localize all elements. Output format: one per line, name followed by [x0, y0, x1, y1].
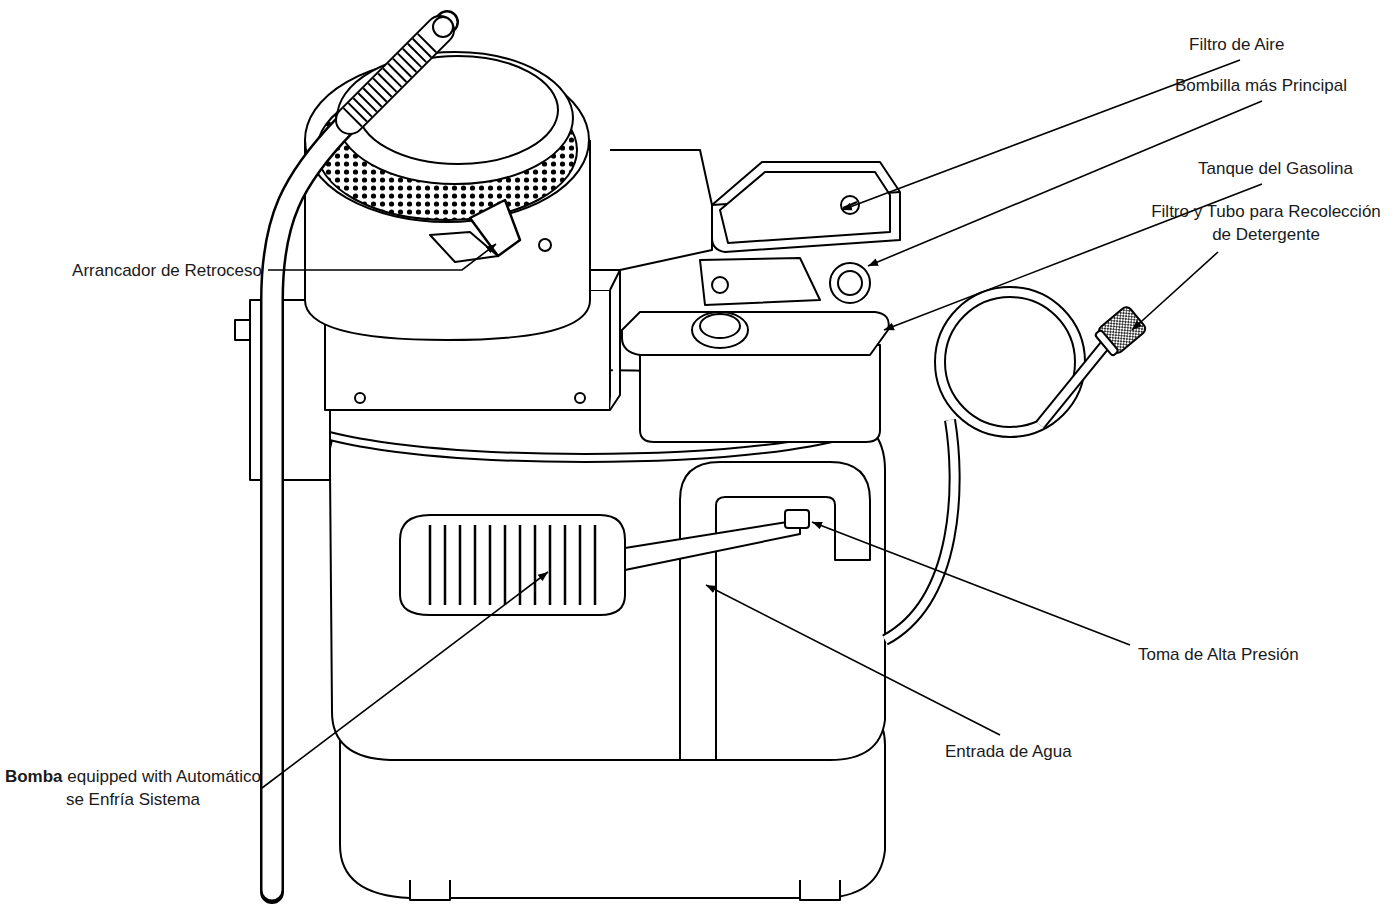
part-label: Bombilla más Principal [1175, 74, 1385, 97]
hose-loop [680, 462, 870, 760]
part-label: Tanque del Gasolina [1198, 157, 1388, 180]
leader-line [262, 572, 548, 788]
feet [410, 880, 840, 900]
leader-line [268, 244, 496, 270]
detergent-strainer [1093, 305, 1147, 358]
fuel-cap [692, 312, 748, 348]
part-label: Entrada de Agua [945, 740, 1115, 763]
detergent-hose [885, 420, 955, 640]
part-label: Filtro y Tubo para Recolección de Deterg… [1146, 200, 1386, 246]
air-filter [712, 162, 900, 252]
part-label: Arrancador de Retroceso [26, 259, 262, 282]
carburetor [700, 258, 820, 305]
leader-line [812, 522, 1130, 645]
part-label: Toma de Alta Presión [1138, 643, 1338, 666]
primer-bulb [830, 263, 870, 303]
leader-lines [262, 60, 1262, 788]
leader-line [706, 585, 1000, 735]
part-label: Filtro de Aire [1189, 33, 1339, 56]
leader-line [1132, 252, 1218, 330]
pump [400, 510, 809, 615]
machine-body [235, 52, 1148, 900]
fuel-tank [640, 345, 880, 442]
part-label: Bomba equipped with Automático se Enfría… [4, 765, 262, 811]
leader-line [868, 101, 1262, 266]
pump-shroud [329, 412, 885, 760]
